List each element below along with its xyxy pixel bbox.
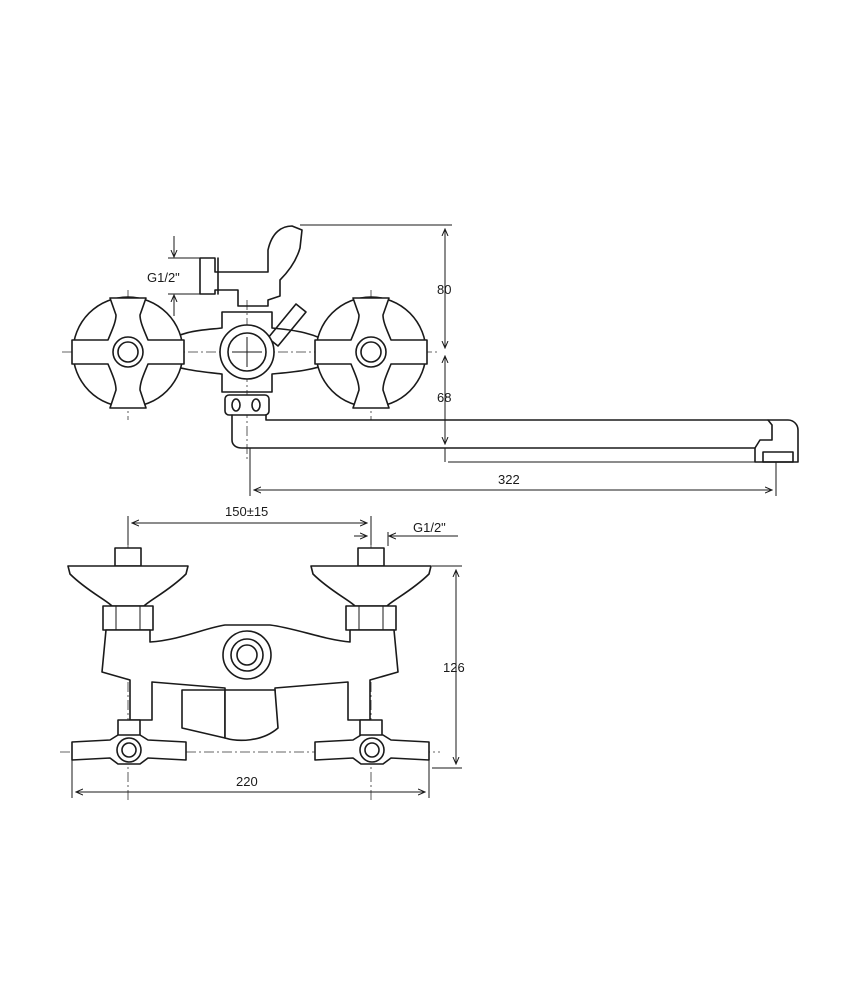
right-handle[interactable]	[314, 296, 428, 409]
front-right-handle-cap	[357, 547, 385, 567]
front-right-lower-handle[interactable]	[314, 719, 430, 765]
right-handle-cap-inner	[360, 341, 382, 363]
front-right-handle[interactable]	[310, 547, 432, 631]
body-ring-inner	[227, 332, 267, 372]
label-thread-side: G1/2"	[147, 270, 180, 285]
front-left-handle-cone	[67, 565, 189, 607]
front-left-handle-cap	[114, 547, 142, 567]
front-connector-outer	[222, 630, 272, 680]
dim-overall-width	[71, 760, 430, 798]
aerator	[762, 451, 794, 463]
label-center-distance: 150±15	[225, 504, 268, 519]
front-left-nut	[102, 605, 154, 631]
dim-spout-length	[249, 448, 777, 496]
left-handle[interactable]	[71, 296, 185, 409]
label-height-lower: 68	[437, 390, 451, 405]
label-height-upper: 80	[437, 282, 451, 297]
top-view: G1/2" 80 68 322	[62, 224, 799, 496]
label-thread-front: G1/2"	[413, 520, 446, 535]
front-connector-inner	[236, 644, 258, 666]
spout-aerator-housing	[754, 419, 799, 463]
left-handle-cap-inner	[117, 341, 139, 363]
label-spout-length: 322	[498, 472, 520, 487]
front-left-handle[interactable]	[67, 547, 189, 631]
front-spout-stub	[181, 689, 226, 739]
front-view: 150±15 G1/2"	[60, 504, 465, 800]
label-overall-width: 220	[236, 774, 258, 789]
dim-body-height	[432, 565, 462, 769]
diverter-switch	[199, 225, 303, 307]
front-right-nut	[345, 605, 397, 631]
front-connector-middle	[230, 638, 264, 672]
diverter-lever	[267, 303, 307, 347]
front-left-lower-handle[interactable]	[71, 719, 187, 765]
dim-thread-side	[168, 236, 200, 316]
dim-thread-front	[354, 532, 458, 546]
front-outlet	[224, 689, 279, 742]
dim-center-distance	[127, 516, 372, 545]
spout	[231, 414, 773, 449]
dim-height-top	[300, 224, 755, 463]
label-body-height: 126	[443, 660, 465, 675]
front-right-handle-cone	[310, 565, 432, 607]
